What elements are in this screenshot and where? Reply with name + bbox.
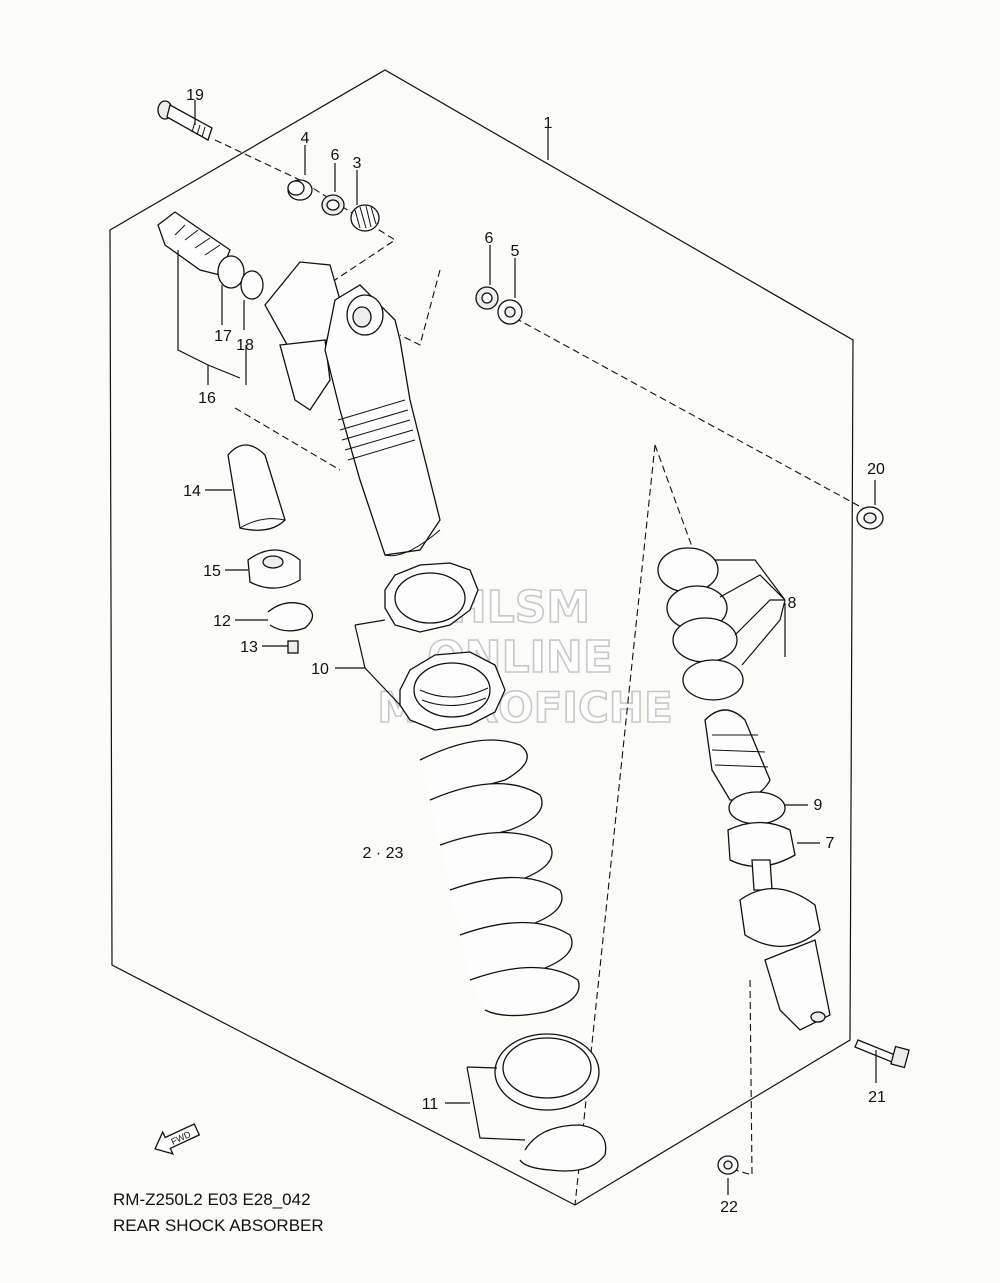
reservoir-axis: [234, 407, 341, 471]
callout-18: 18: [236, 337, 254, 354]
callout-6-lower: 6: [485, 230, 494, 247]
adjuster-nut-10-upper: [384, 562, 479, 633]
bolt-19: [157, 100, 213, 141]
callout-2-23: 2 · 23: [363, 845, 404, 862]
callout-6-upper: 6: [331, 147, 340, 164]
callout-8: 8: [788, 595, 797, 612]
piston-rod-assembly: [704, 709, 831, 1031]
bolt-axis-mid: [399, 269, 441, 346]
callouts: 1 19 4 6 3 6 5 17 18 16 14 15 12 13 10 2…: [183, 87, 886, 1216]
nut-22: [717, 1155, 739, 1175]
watermark-line-2: ONLINE: [427, 632, 613, 683]
shaft-axis: [654, 444, 696, 556]
rings-8: [657, 547, 744, 701]
collar-5: [497, 299, 523, 325]
bolt-axis-right: [514, 317, 871, 513]
callout-22: 22: [720, 1199, 738, 1216]
adjuster-nut-10-lower: [399, 651, 506, 731]
callout-16: 16: [198, 390, 216, 407]
callout-19: 19: [186, 87, 204, 104]
callout-5: 5: [511, 243, 520, 260]
callout-14: 14: [183, 483, 201, 500]
callout-3: 3: [353, 155, 362, 172]
callout-21: 21: [868, 1089, 886, 1106]
cap-15: [247, 549, 301, 589]
bladder-14: [227, 444, 286, 531]
assembly-outline: [109, 69, 854, 1206]
o-ring-18: [240, 270, 264, 300]
callout-11: 11: [422, 1096, 439, 1113]
callout-1: 1: [544, 115, 553, 132]
callout-10: 10: [311, 661, 329, 678]
bearing-3: [350, 204, 380, 232]
bolt-21: [854, 1039, 910, 1069]
callout-7: 7: [826, 835, 835, 852]
stopper-11: [519, 1124, 607, 1172]
collar-4: [287, 179, 313, 201]
leader-lines: [177, 100, 877, 1195]
callout-13: 13: [240, 639, 258, 656]
diagram-code-caption: RM-Z250L2 E03 E28_042: [113, 1190, 311, 1209]
seal-6-upper: [321, 194, 345, 216]
bolt-axis-upper: [214, 139, 397, 291]
spring-2-23: [419, 739, 580, 1017]
callout-20: 20: [867, 461, 885, 478]
seal-6-lower: [475, 286, 499, 310]
spring-seat-11: [494, 1033, 600, 1111]
ring-9: [728, 791, 786, 825]
valve-13: [287, 640, 299, 654]
shaft-axis-long: [574, 444, 656, 1206]
diagram-title-caption: REAR SHOCK ABSORBER: [113, 1216, 324, 1235]
damper-body-2: [264, 261, 441, 557]
circlip-12: [267, 602, 314, 632]
callout-12: 12: [213, 613, 231, 630]
callout-15: 15: [203, 563, 221, 580]
callout-4: 4: [301, 130, 310, 147]
callout-9: 9: [814, 797, 823, 814]
nut-20: [856, 506, 884, 530]
callout-17: 17: [214, 328, 232, 345]
fwd-arrow-icon: FWD: [154, 1123, 201, 1155]
o-ring-17: [217, 255, 245, 289]
clevis-axis: [734, 979, 753, 1176]
